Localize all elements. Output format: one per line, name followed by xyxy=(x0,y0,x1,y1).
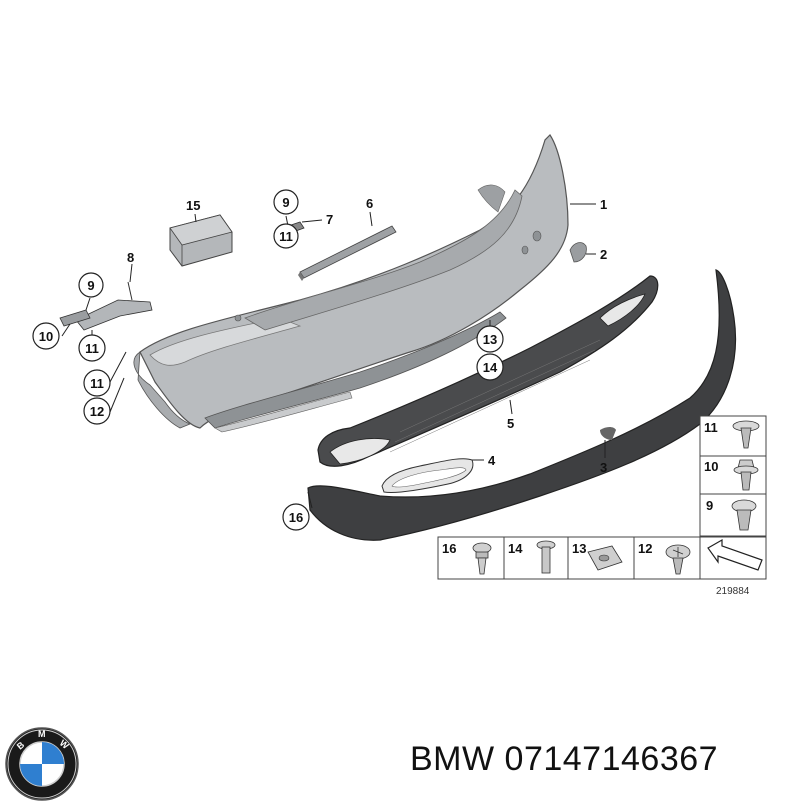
trim-ring-part-4 xyxy=(381,458,474,493)
legend-label-16: 16 xyxy=(442,541,456,556)
svg-text:16: 16 xyxy=(289,510,303,525)
direction-arrow-icon xyxy=(707,538,763,571)
fastener-legend-right: 11 10 9 xyxy=(699,415,767,537)
callout-9-left: 9 xyxy=(78,272,104,298)
bumper-cover-part-1 xyxy=(133,134,569,433)
callout-15: 15 xyxy=(186,198,200,213)
callout-7: 7 xyxy=(326,212,333,227)
callout-14: 14 xyxy=(476,353,504,381)
leader-lines xyxy=(61,203,606,509)
svg-text:9: 9 xyxy=(282,195,289,210)
fastener-16-icon xyxy=(472,542,492,575)
callout-11-upper: 11 xyxy=(273,223,299,249)
svg-text:14: 14 xyxy=(483,360,498,375)
svg-text:11: 11 xyxy=(85,341,99,356)
callout-8: 8 xyxy=(127,250,134,265)
callout-3: 3 xyxy=(600,460,607,475)
cover-part-15 xyxy=(169,214,233,267)
callout-6: 6 xyxy=(366,196,373,211)
svg-text:11: 11 xyxy=(279,229,293,244)
clip-nut-13-icon xyxy=(587,545,623,571)
callout-12: 12 xyxy=(83,397,111,425)
lower-panel-part-3 xyxy=(307,269,737,541)
callout-13: 13 xyxy=(476,325,504,353)
bracket-part-8 xyxy=(59,281,153,331)
screw-12-icon xyxy=(665,544,691,575)
fastener-legend-bottom: 16 14 13 12 xyxy=(437,536,767,580)
brand-name: BMW xyxy=(410,740,495,778)
plug-part-2 xyxy=(569,242,587,263)
legend-label-9: 9 xyxy=(706,498,713,513)
callout-11-left: 11 xyxy=(78,334,106,362)
callout-10-left: 10 xyxy=(32,322,60,350)
callout-2: 2 xyxy=(600,247,607,262)
callout-4: 4 xyxy=(488,453,496,468)
rail-part-6 xyxy=(298,225,397,281)
svg-text:13: 13 xyxy=(483,332,497,347)
callout-9-upper: 9 xyxy=(273,189,299,215)
drawing-code: 219884 xyxy=(716,586,750,597)
svg-text:11: 11 xyxy=(90,376,104,391)
legend-label-11: 11 xyxy=(704,420,718,435)
callout-16: 16 xyxy=(282,503,310,531)
svg-text:M: M xyxy=(38,729,46,739)
svg-text:10: 10 xyxy=(39,329,53,344)
legend-label-14: 14 xyxy=(508,541,523,556)
callout-labels: 1 2 3 4 5 6 7 8 15 9 11 9 10 11 xyxy=(32,189,607,531)
part-number: 07147146367 xyxy=(504,740,719,778)
svg-text:9: 9 xyxy=(87,278,94,293)
svg-text:12: 12 xyxy=(90,404,104,419)
clip-10-icon xyxy=(733,459,759,491)
clip-11-icon xyxy=(732,420,760,449)
legend-label-12: 12 xyxy=(638,541,652,556)
svg-text:B: B xyxy=(15,739,27,751)
clip-9-icon xyxy=(731,499,757,531)
callout-11-lower: 11 xyxy=(83,369,111,397)
callout-5: 5 xyxy=(507,416,514,431)
legend-label-13: 13 xyxy=(572,541,586,556)
bolt-14-icon xyxy=(536,540,556,574)
callout-1: 1 xyxy=(600,197,607,212)
part-number-caption: BMW 07147146367 xyxy=(410,740,790,784)
bmw-logo-icon: B M W xyxy=(5,727,79,801)
legend-label-10: 10 xyxy=(704,459,718,474)
